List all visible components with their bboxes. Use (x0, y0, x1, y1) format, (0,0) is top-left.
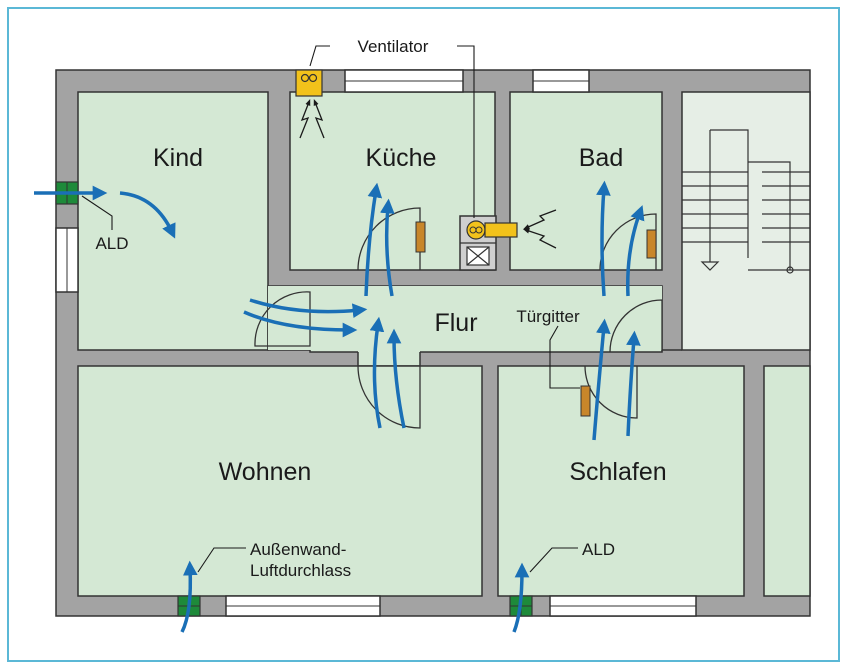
room-bad (509, 91, 663, 271)
room-wohnen (77, 365, 483, 597)
fan-kueche (295, 69, 323, 97)
room-kind (77, 91, 269, 351)
staircase (682, 129, 810, 274)
fan-bad (466, 220, 518, 240)
door-grille-kueche (415, 221, 426, 253)
door-grille-bad (646, 229, 657, 259)
room-label-kind: Kind (153, 144, 203, 172)
door-grille-schlafen (580, 385, 591, 417)
stairwell (681, 91, 811, 351)
label-aussenwand-line2: Luftdurchlass (250, 561, 351, 580)
room-right-partial (763, 365, 811, 597)
label-ald-left: ALD (95, 234, 128, 253)
airflow-arrows (34, 180, 645, 633)
exhaust-arrows (299, 98, 557, 249)
room-label-bad: Bad (579, 144, 623, 172)
room-label-kueche: Küche (366, 144, 437, 172)
room-flur-body (268, 286, 662, 352)
label-ald-bottom: ALD (582, 540, 615, 559)
label-aussenwand-line1: Außenwand- (250, 540, 346, 559)
room-label-wohnen: Wohnen (219, 458, 312, 486)
label-tuergitter: Türgitter (516, 307, 580, 326)
leader-lines (81, 45, 580, 573)
room-label-flur: Flur (434, 309, 477, 337)
room-label-schlafen: Schlafen (569, 458, 666, 486)
room-schlafen (497, 365, 745, 597)
label-ventilator: Ventilator (358, 37, 429, 56)
